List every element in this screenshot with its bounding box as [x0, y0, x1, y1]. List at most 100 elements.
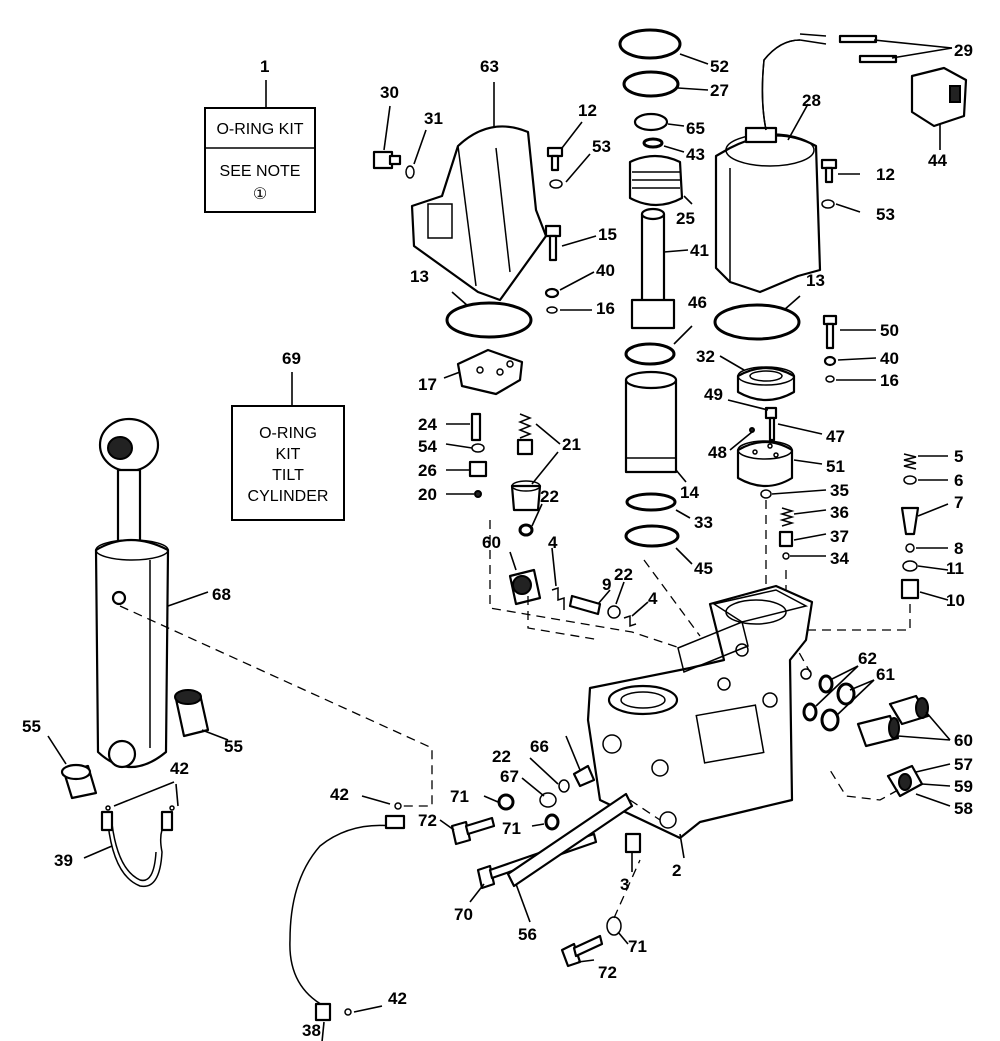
callout-27: 27 — [710, 81, 729, 100]
callout-49: 49 — [704, 385, 723, 404]
callout-26: 26 — [418, 461, 437, 480]
hydraulic-hose-long — [289, 795, 406, 1041]
callout-52: 52 — [710, 57, 729, 76]
fastener-part — [439, 735, 685, 968]
o-ring-part — [445, 301, 533, 339]
callout-65: 65 — [686, 119, 705, 138]
callout-39: 39 — [54, 851, 73, 870]
note-box-69-line1: O-RING — [259, 425, 317, 442]
callout-45: 45 — [694, 559, 713, 578]
callout-35: 35 — [830, 481, 849, 500]
callout-17: 17 — [418, 375, 437, 394]
electric-motor-part — [714, 33, 827, 294]
callout-41: 41 — [690, 241, 709, 260]
callout-66: 66 — [530, 737, 549, 756]
callout-37: 37 — [830, 527, 849, 546]
note-box-69-line3: TILT — [272, 467, 304, 484]
callout-21: 21 — [562, 435, 581, 454]
callout-15: 15 — [598, 225, 617, 244]
callout-16a: 16 — [596, 299, 615, 318]
callout-56: 56 — [518, 925, 537, 944]
callout-42b: 42 — [330, 785, 349, 804]
callout-16b: 16 — [880, 371, 899, 390]
o-ring-part — [624, 524, 680, 548]
callout-70: 70 — [454, 905, 473, 924]
o-ring-part — [625, 492, 677, 512]
callout-71b: 71 — [502, 819, 521, 838]
pump-body-part — [727, 399, 823, 488]
note-box-o-ring-kit-tilt-cylinder: 69 O-RING KIT TILT CYLINDER — [231, 349, 345, 521]
callout-58: 58 — [954, 799, 973, 818]
hydraulic-hose-short — [83, 781, 179, 888]
piston-rod-part — [630, 207, 689, 330]
callout-labels: 30 31 63 12 53 15 40 16 13 17 24 54 26 2… — [22, 41, 973, 1040]
motor-cover-part — [410, 82, 548, 302]
callout-53a: 53 — [592, 137, 611, 156]
callout-13b: 13 — [806, 271, 825, 290]
callout-60a: 60 — [482, 533, 501, 552]
callout-1: 1 — [260, 57, 269, 76]
callout-30: 30 — [380, 83, 399, 102]
manual-release-valve-part — [508, 547, 649, 628]
callout-22a: 22 — [540, 487, 559, 506]
screw-part — [372, 105, 427, 179]
note-box-69-line4: CYLINDER — [248, 488, 329, 505]
callout-54: 54 — [418, 437, 437, 456]
bushing-part — [47, 689, 229, 800]
callout-5: 5 — [954, 447, 963, 466]
o-ring-part — [518, 523, 534, 537]
callout-61: 61 — [876, 665, 895, 684]
callout-4b: 4 — [648, 589, 658, 608]
o-ring-part — [642, 137, 664, 149]
o-ring-part — [618, 28, 682, 60]
callout-44: 44 — [928, 151, 947, 170]
callout-22b: 22 — [614, 565, 633, 584]
spring-valve-part — [510, 413, 561, 512]
callout-4a: 4 — [548, 533, 558, 552]
callout-24: 24 — [418, 415, 437, 434]
callout-28: 28 — [802, 91, 821, 110]
note-box-1-line1: O-RING KIT — [216, 121, 303, 138]
callout-25: 25 — [676, 209, 695, 228]
callout-13a: 13 — [410, 267, 429, 286]
callout-60b: 60 — [954, 731, 973, 750]
callout-12a: 12 — [578, 101, 597, 120]
callout-22c: 22 — [492, 747, 511, 766]
callout-57: 57 — [954, 755, 973, 774]
callout-9: 9 — [602, 575, 611, 594]
callout-3: 3 — [620, 875, 629, 894]
callout-7: 7 — [954, 493, 963, 512]
callout-48: 48 — [708, 443, 727, 462]
callout-72b: 72 — [598, 963, 617, 982]
seal-part — [633, 112, 669, 132]
o-ring-part — [713, 303, 801, 341]
callout-34: 34 — [830, 549, 849, 568]
callout-68: 68 — [212, 585, 231, 604]
plug-part — [802, 665, 951, 748]
valve-assembly-part — [900, 453, 949, 601]
callout-31: 31 — [424, 109, 443, 128]
connector-part — [910, 66, 968, 150]
check-valve-part — [760, 489, 827, 560]
note-box-1-line2: SEE NOTE — [220, 163, 301, 180]
o-ring-part — [622, 70, 680, 98]
callout-12b: 12 — [876, 165, 895, 184]
callout-59: 59 — [954, 777, 973, 796]
callout-46: 46 — [688, 293, 707, 312]
callout-50: 50 — [880, 321, 899, 340]
screw-part — [820, 158, 861, 213]
callout-8: 8 — [954, 539, 963, 558]
plate-part — [443, 348, 524, 396]
callout-14: 14 — [680, 483, 699, 502]
callout-6: 6 — [954, 471, 963, 490]
callout-42a: 42 — [170, 759, 189, 778]
callout-63: 63 — [480, 57, 499, 76]
callout-51: 51 — [826, 457, 845, 476]
note-box-69-line2: KIT — [276, 446, 301, 463]
callout-55a: 55 — [22, 717, 41, 736]
callout-72a: 72 — [418, 811, 437, 830]
callout-40a: 40 — [596, 261, 615, 280]
callout-33: 33 — [694, 513, 713, 532]
screw-part — [544, 224, 597, 314]
